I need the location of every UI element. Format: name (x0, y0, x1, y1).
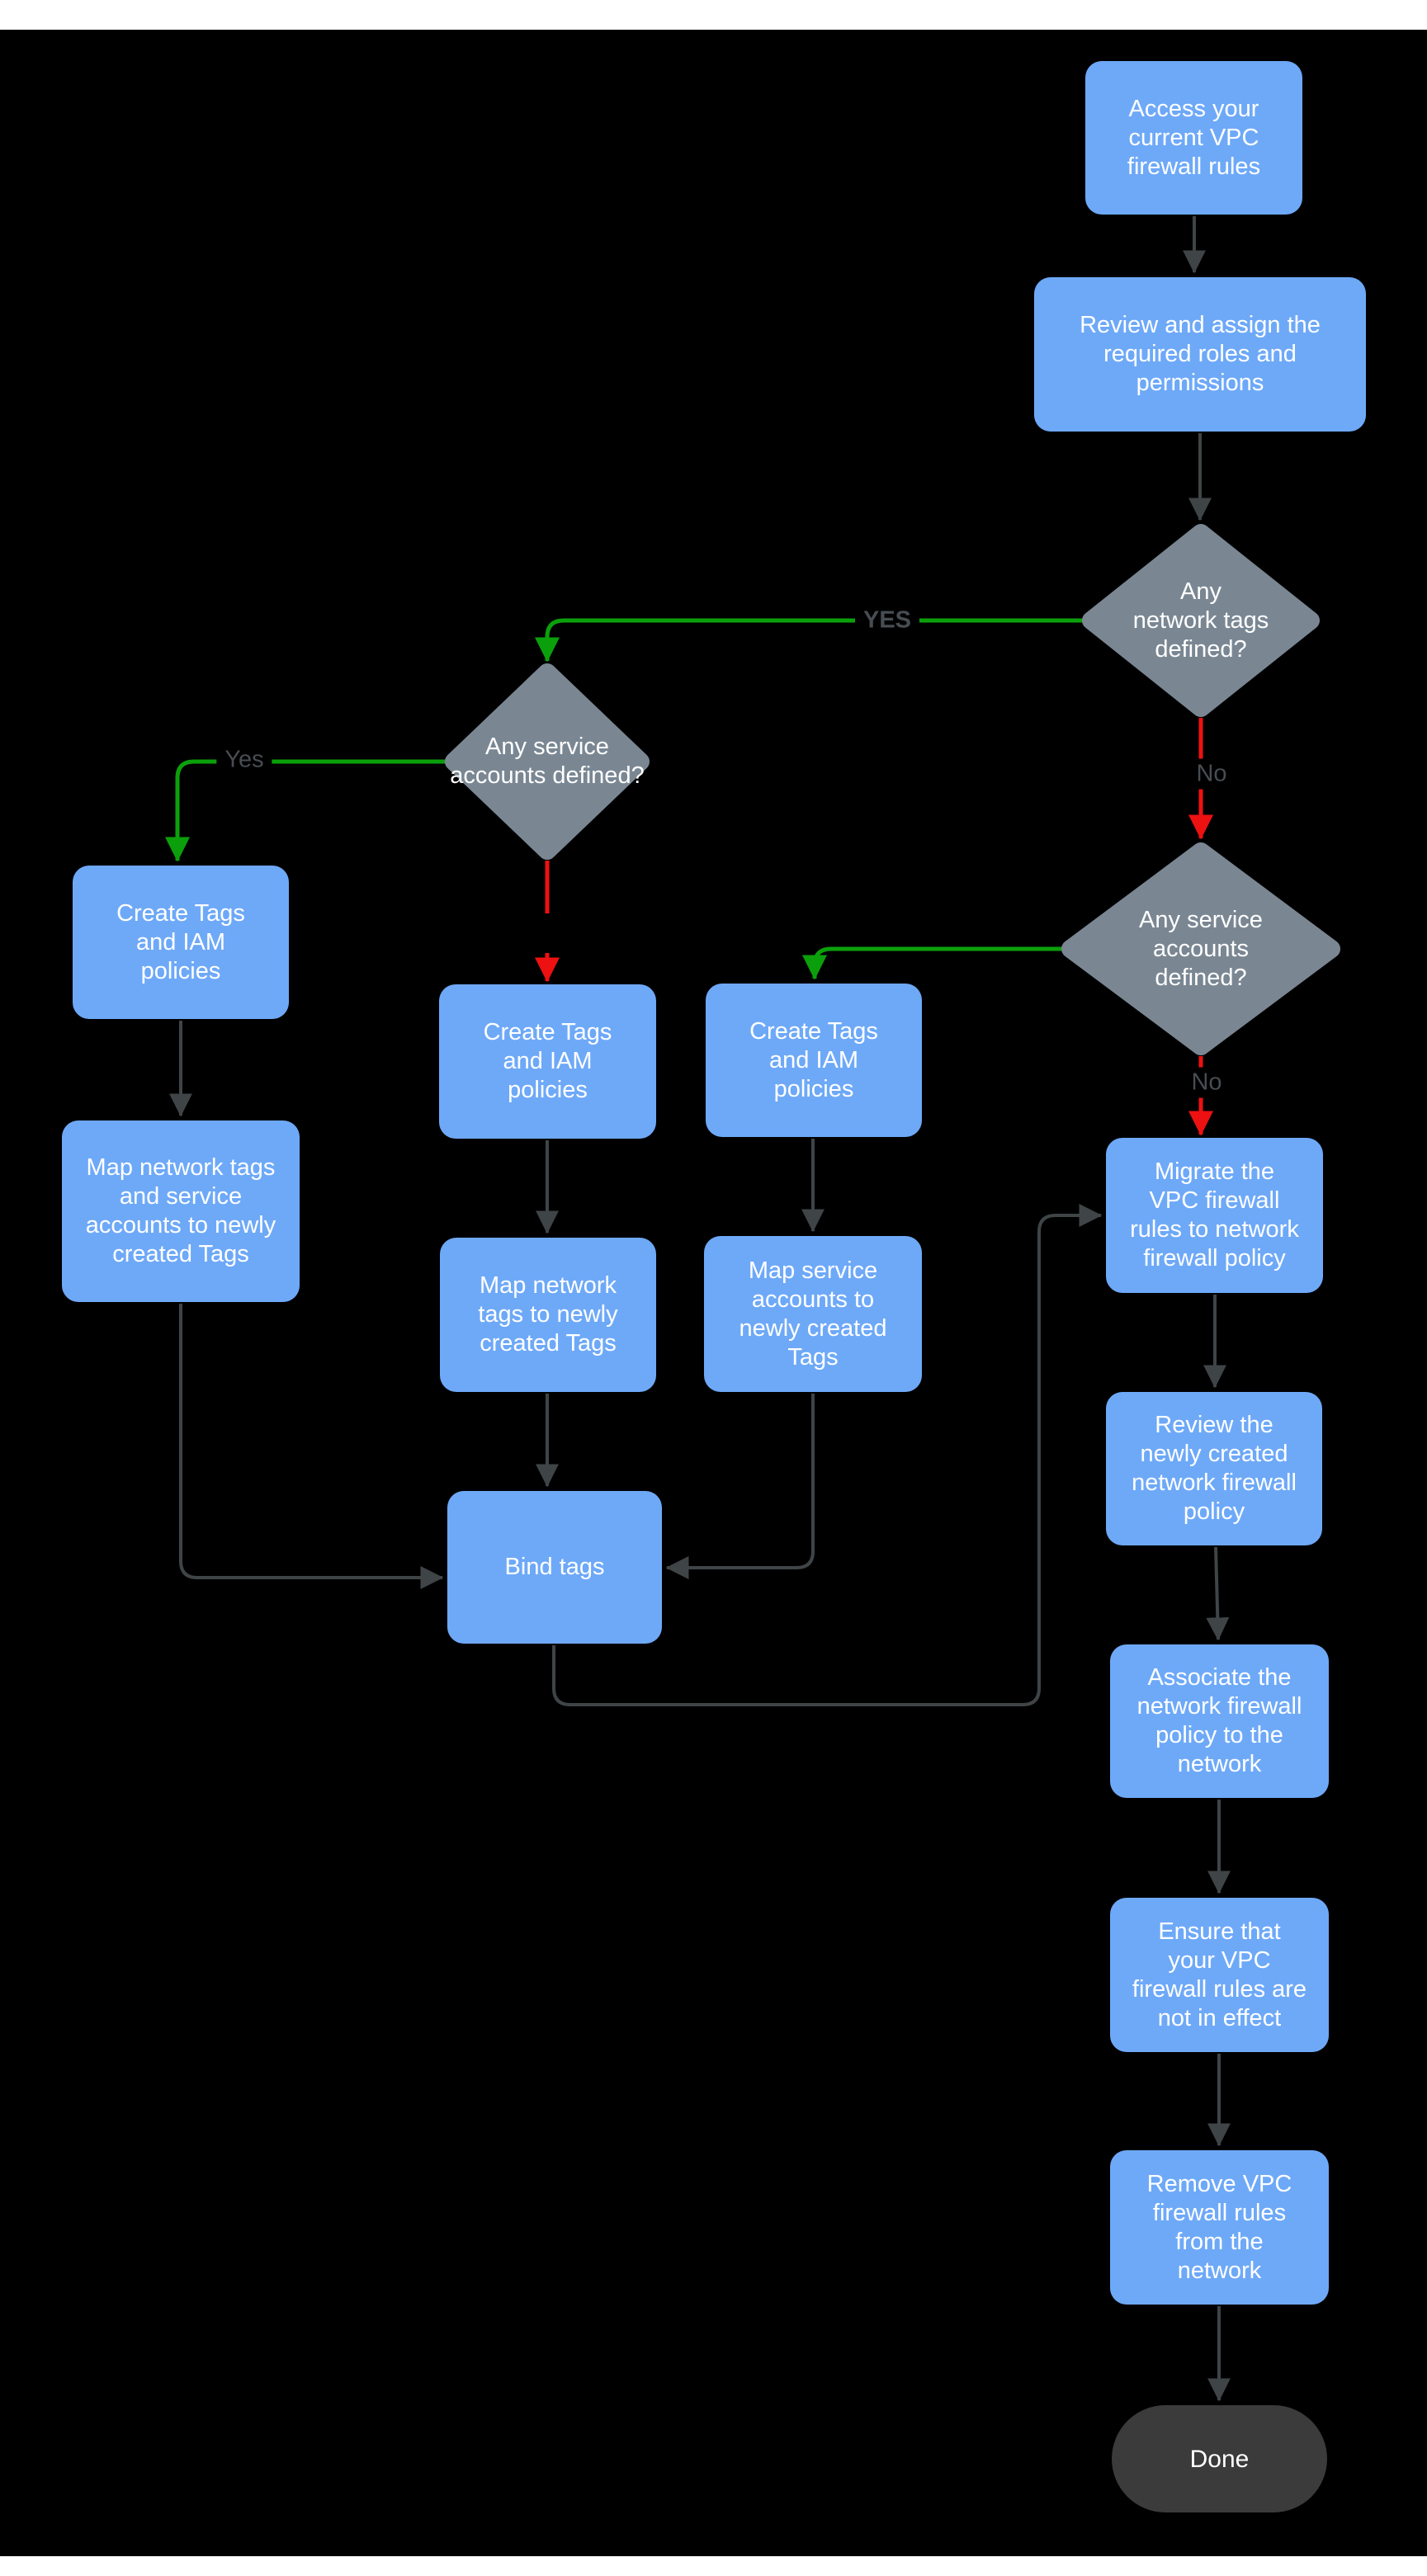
edge-service-left-yes (165, 759, 446, 862)
edge-network-tags-yes (535, 618, 1083, 663)
decision-service-accounts-right (1061, 842, 1340, 1055)
node-bind-tags (447, 1491, 662, 1644)
node-review-roles (1034, 277, 1366, 432)
node-create-tags-c (706, 984, 922, 1137)
page-bottom-strip (0, 2556, 1427, 2576)
node-review-policy (1106, 1392, 1322, 1545)
node-create-tags-a (73, 866, 289, 1019)
node-ensure (1110, 1898, 1329, 2052)
node-remove (1110, 2150, 1329, 2305)
edge-bind-to-migrate (552, 1204, 1103, 1706)
edge-service-right-yes (802, 946, 1062, 980)
node-map-both (62, 1121, 300, 1302)
edge-review-policy-to-associate (1206, 1546, 1230, 1641)
edge-map-both-to-bind (179, 1304, 444, 1589)
edge-map-service-to-bind (665, 1394, 815, 1579)
node-associate (1110, 1644, 1329, 1798)
node-map-network (440, 1238, 656, 1392)
decision-network-tags (1082, 524, 1320, 717)
node-migrate (1106, 1138, 1323, 1293)
node-map-service (704, 1236, 922, 1392)
decision-service-accounts-left (445, 663, 650, 860)
node-create-tags-b (439, 984, 656, 1139)
page-top-strip (0, 0, 1427, 30)
node-access (1085, 61, 1302, 215)
node-done (1112, 2405, 1327, 2512)
